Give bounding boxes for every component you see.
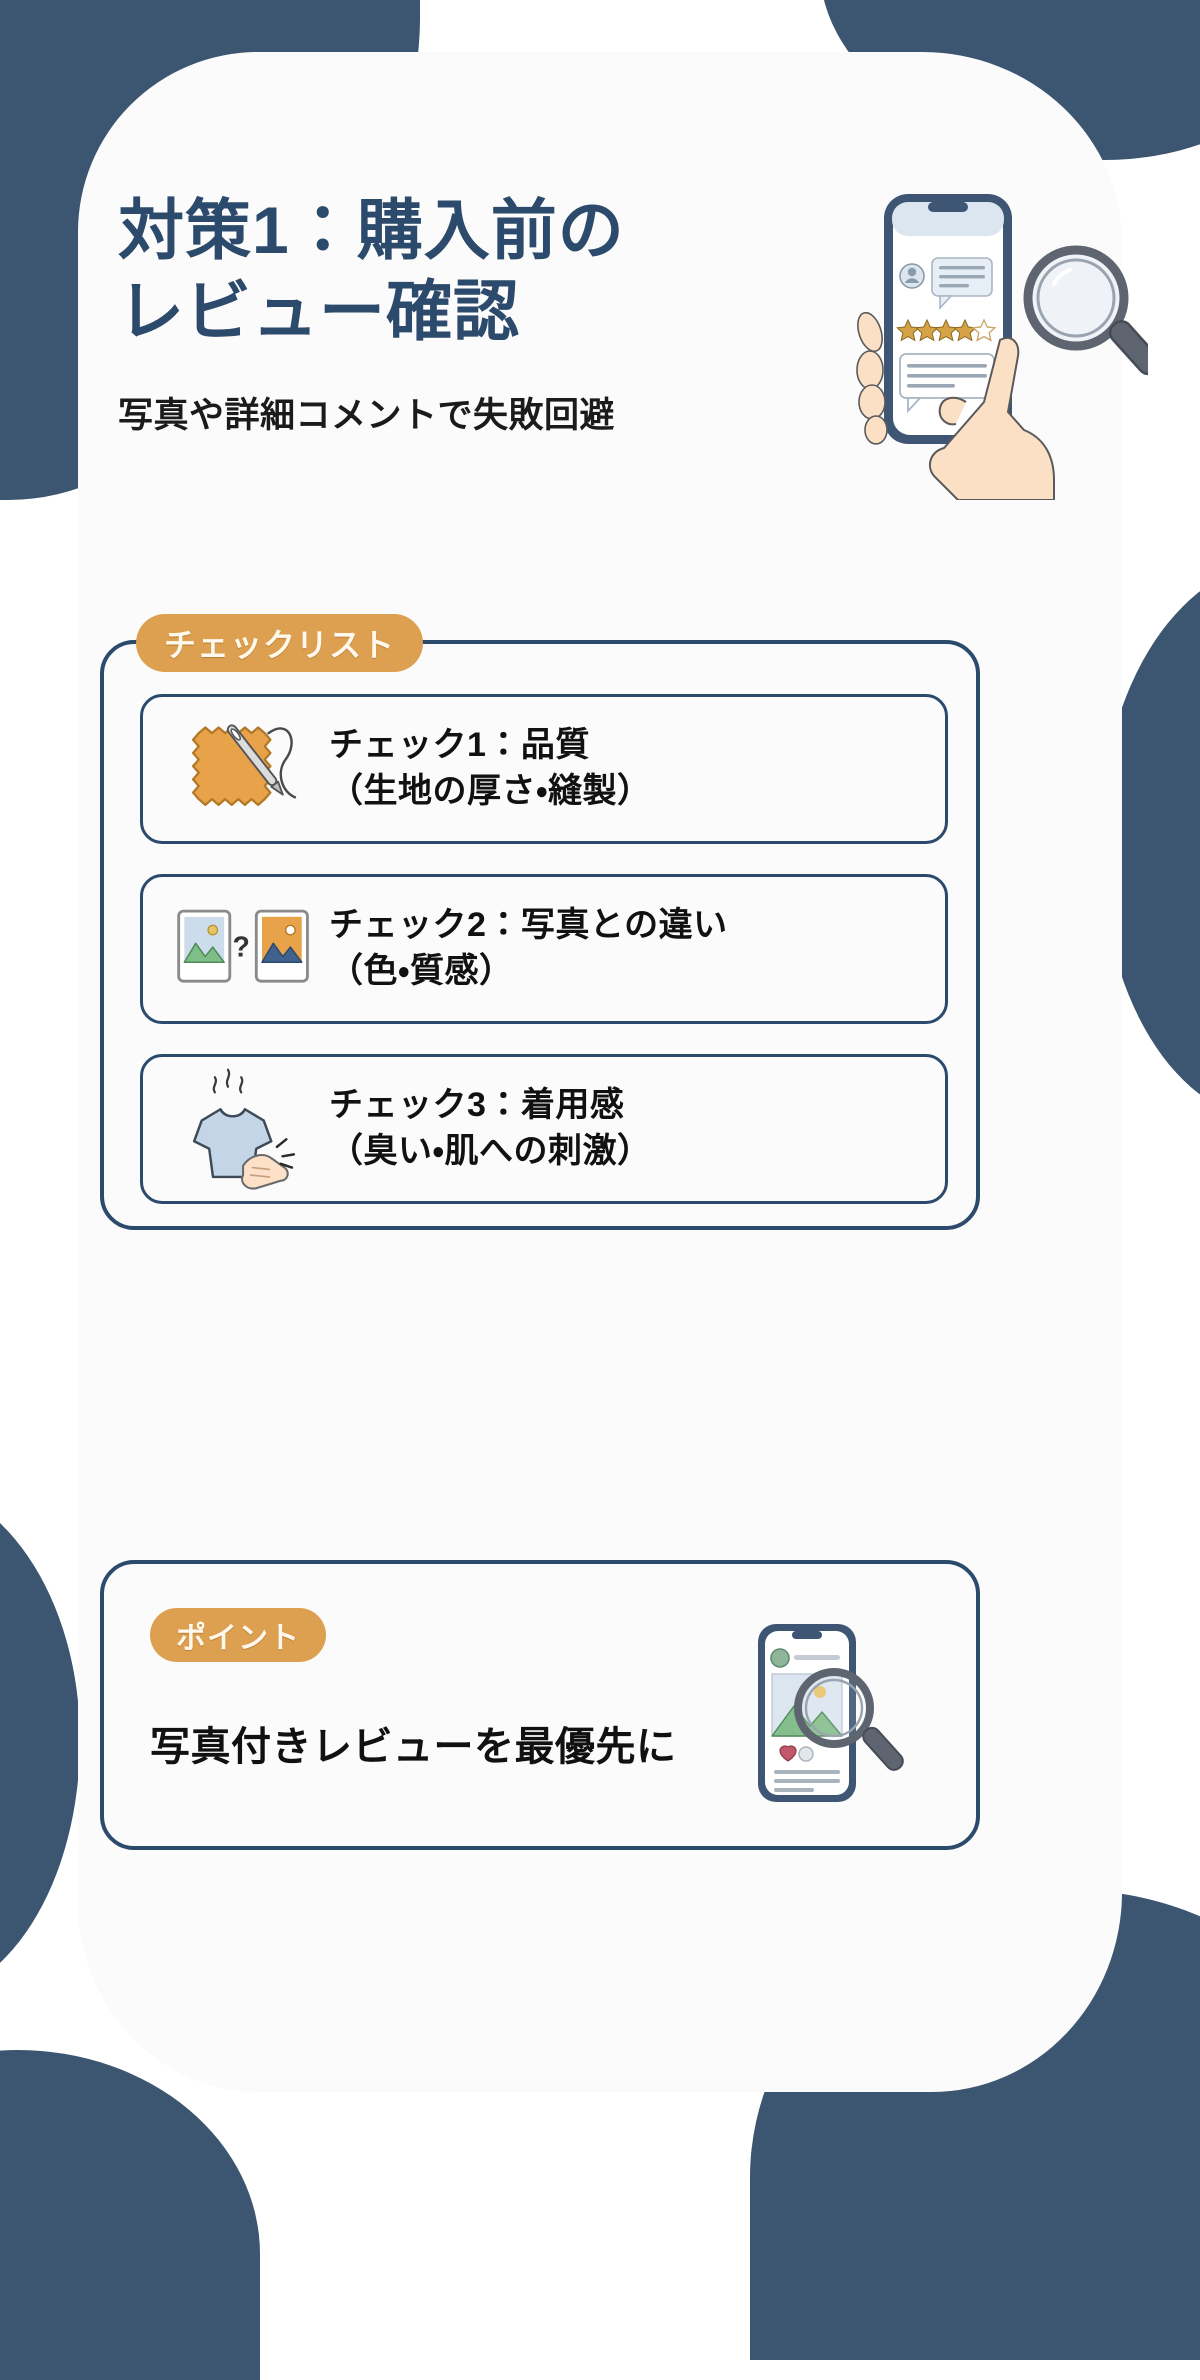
checklist-item-3-line-1: チェック3：着用感: [329, 1086, 625, 1125]
checklist-item-1-line-2: （生地の厚さ・縫製）: [329, 772, 652, 810]
star-rating-icon: [896, 318, 997, 342]
checklist-item-3-text: チェック3：着用感 （臭い・肌への刺激）: [329, 1083, 652, 1174]
checklist-item-1[interactable]: チェック1：品質 （生地の厚さ・縫製）: [140, 694, 948, 844]
infographic-content: 対策1：購入前の レビュー確認 写真や詳細コメントで失敗回避: [100, 180, 1161, 1850]
checklist-card: チェックリスト チェック1：品質 （: [100, 614, 980, 1230]
magnifier-icon: [1023, 245, 1161, 376]
tshirt-smell-touch-icon: [169, 1063, 319, 1195]
page-title: 対策1：購入前の レビュー確認: [118, 190, 758, 351]
point-card: ポイント 写真付きレビューを最優先に: [100, 1560, 980, 1850]
checklist-item-2-text: チェック2：写真との違い （色・質感）: [329, 903, 728, 994]
checklist-item-2-line-1: チェック2：写真との違い: [329, 906, 728, 945]
checklist-badge: チェックリスト: [136, 614, 424, 672]
checklist-item-3[interactable]: チェック3：着用感 （臭い・肌への刺激）: [140, 1054, 948, 1204]
point-badge: ポイント: [150, 1608, 326, 1662]
checklist-item-2-line-2: （色・質感）: [329, 952, 514, 990]
page-subtitle: 写真や詳細コメントで失敗回避: [118, 396, 616, 436]
page-title-line-1: 対策1：購入前の: [118, 193, 625, 267]
checklist-item-2[interactable]: ? チェック2：写真との違い （色・質感）: [140, 874, 948, 1024]
checklist-item-1-text: チェック1：品質 （生地の厚さ・縫製）: [329, 723, 652, 814]
checklist-item-3-line-2: （臭い・肌への刺激）: [329, 1132, 652, 1170]
hand-holding-phone-icon: [848, 180, 1161, 501]
fabric-needle-icon: [169, 703, 319, 835]
two-photos-compare-icon: ?: [169, 883, 319, 1015]
svg-text:?: ?: [232, 932, 249, 964]
phone-photo-magnifier-icon: [732, 1612, 932, 1812]
point-text: 写真付きレビューを最優先に: [150, 1725, 677, 1769]
page-header: 対策1：購入前の レビュー確認 写真や詳細コメントで失敗回避: [118, 190, 1098, 438]
page-title-line-2: レビュー確認: [118, 273, 520, 348]
checklist-item-1-line-1: チェック1：品質: [329, 726, 590, 765]
